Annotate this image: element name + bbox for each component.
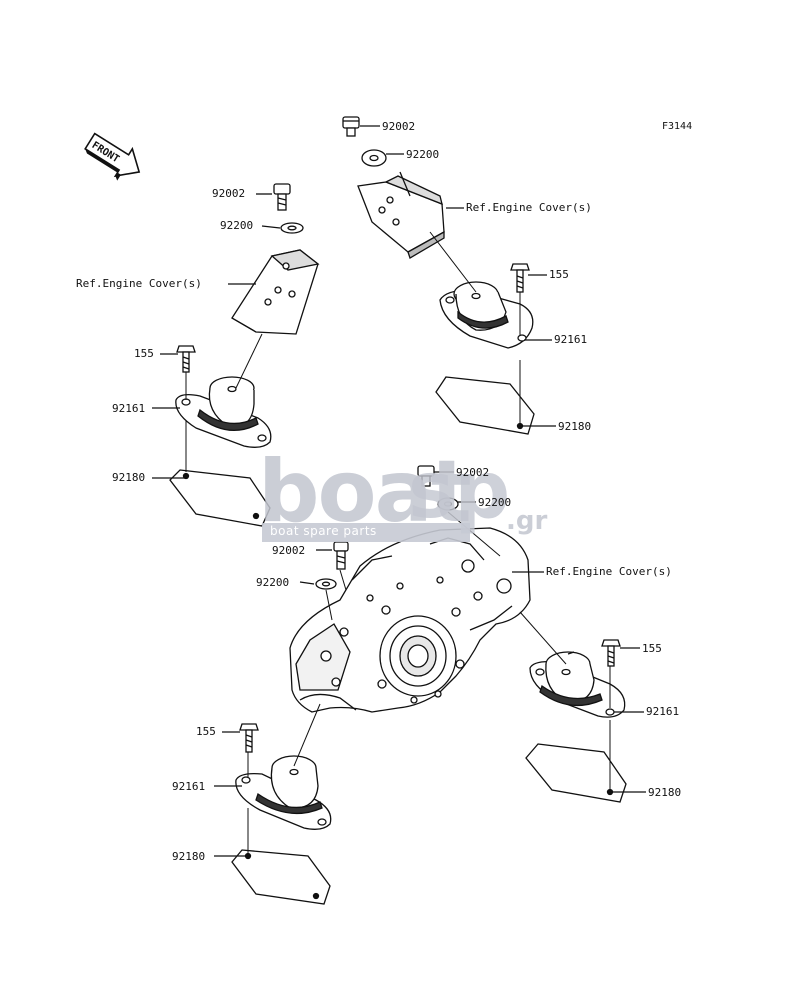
bolt-icon [333, 541, 349, 570]
bolt-icon [176, 345, 196, 373]
bolt-icon [601, 639, 621, 667]
gasket-plate-icon [435, 376, 535, 435]
callout-bracket-ref[interactable]: Ref.Engine Cover(s) [76, 277, 202, 290]
watermark-band [262, 523, 470, 542]
callout-plate[interactable]: 92180 [112, 471, 146, 484]
callout-mount-bolt[interactable]: 155 [134, 347, 154, 360]
callout-plate[interactable]: 92180 [172, 850, 206, 863]
callout-washer[interactable]: 92200 [220, 219, 254, 232]
callout-mount[interactable]: 92161 [172, 780, 206, 793]
bolt-icon [342, 116, 360, 137]
bottom-left-assembly [214, 703, 332, 905]
watermark-tagline: boat spare parts [270, 524, 377, 538]
bolt-icon [510, 263, 530, 293]
callout-plate[interactable]: 92180 [558, 420, 592, 433]
engine-mount-icon [529, 651, 626, 718]
callout-bolt[interactable]: 92002 [212, 187, 246, 200]
callout-bolt[interactable]: 92002 [382, 120, 416, 133]
top-right-assembly [342, 116, 556, 435]
bolt-icon [417, 465, 435, 487]
bolt-icon [273, 183, 291, 211]
top-left-assembly [152, 183, 320, 527]
gasket-plate-icon [231, 849, 331, 905]
front-arrow-icon: FRONT [84, 132, 141, 181]
watermark-brand-tld: .gr [506, 506, 548, 536]
callout-mount-bolt[interactable]: 155 [549, 268, 569, 281]
callout-cover-ref[interactable]: Ref.Engine Cover(s) [546, 565, 672, 578]
callout-mount[interactable]: 92161 [554, 333, 588, 346]
bottom-right-assembly [519, 611, 646, 803]
center-fasteners [299, 465, 544, 621]
callout-washer-lower[interactable]: 92200 [256, 576, 290, 589]
callout-bolt-upper[interactable]: 92002 [456, 466, 490, 479]
callout-mount[interactable]: 92161 [112, 402, 146, 415]
engine-mount-icon [175, 376, 272, 448]
engine-mount-icon [235, 755, 332, 830]
bracket-icon [231, 249, 320, 335]
callout-mount-bolt[interactable]: 155 [196, 725, 216, 738]
callout-mount-bolt[interactable]: 155 [642, 642, 662, 655]
watermark-brand-sp: sp [408, 446, 511, 536]
callout-bracket-ref[interactable]: Ref.Engine Cover(s) [466, 201, 592, 214]
callout-bolt-lower[interactable]: 92002 [272, 544, 306, 557]
engine-housing-icon [289, 527, 531, 713]
engine-mount-icon [439, 281, 534, 349]
callout-mount[interactable]: 92161 [646, 705, 680, 718]
figure-code: F3144 [662, 121, 693, 132]
bracket-icon [357, 175, 445, 259]
bolt-icon [239, 723, 259, 753]
callout-washer-upper[interactable]: 92200 [478, 496, 512, 509]
callout-washer[interactable]: 92200 [406, 148, 440, 161]
callout-plate[interactable]: 92180 [648, 786, 682, 799]
gasket-plate-icon [525, 743, 627, 803]
